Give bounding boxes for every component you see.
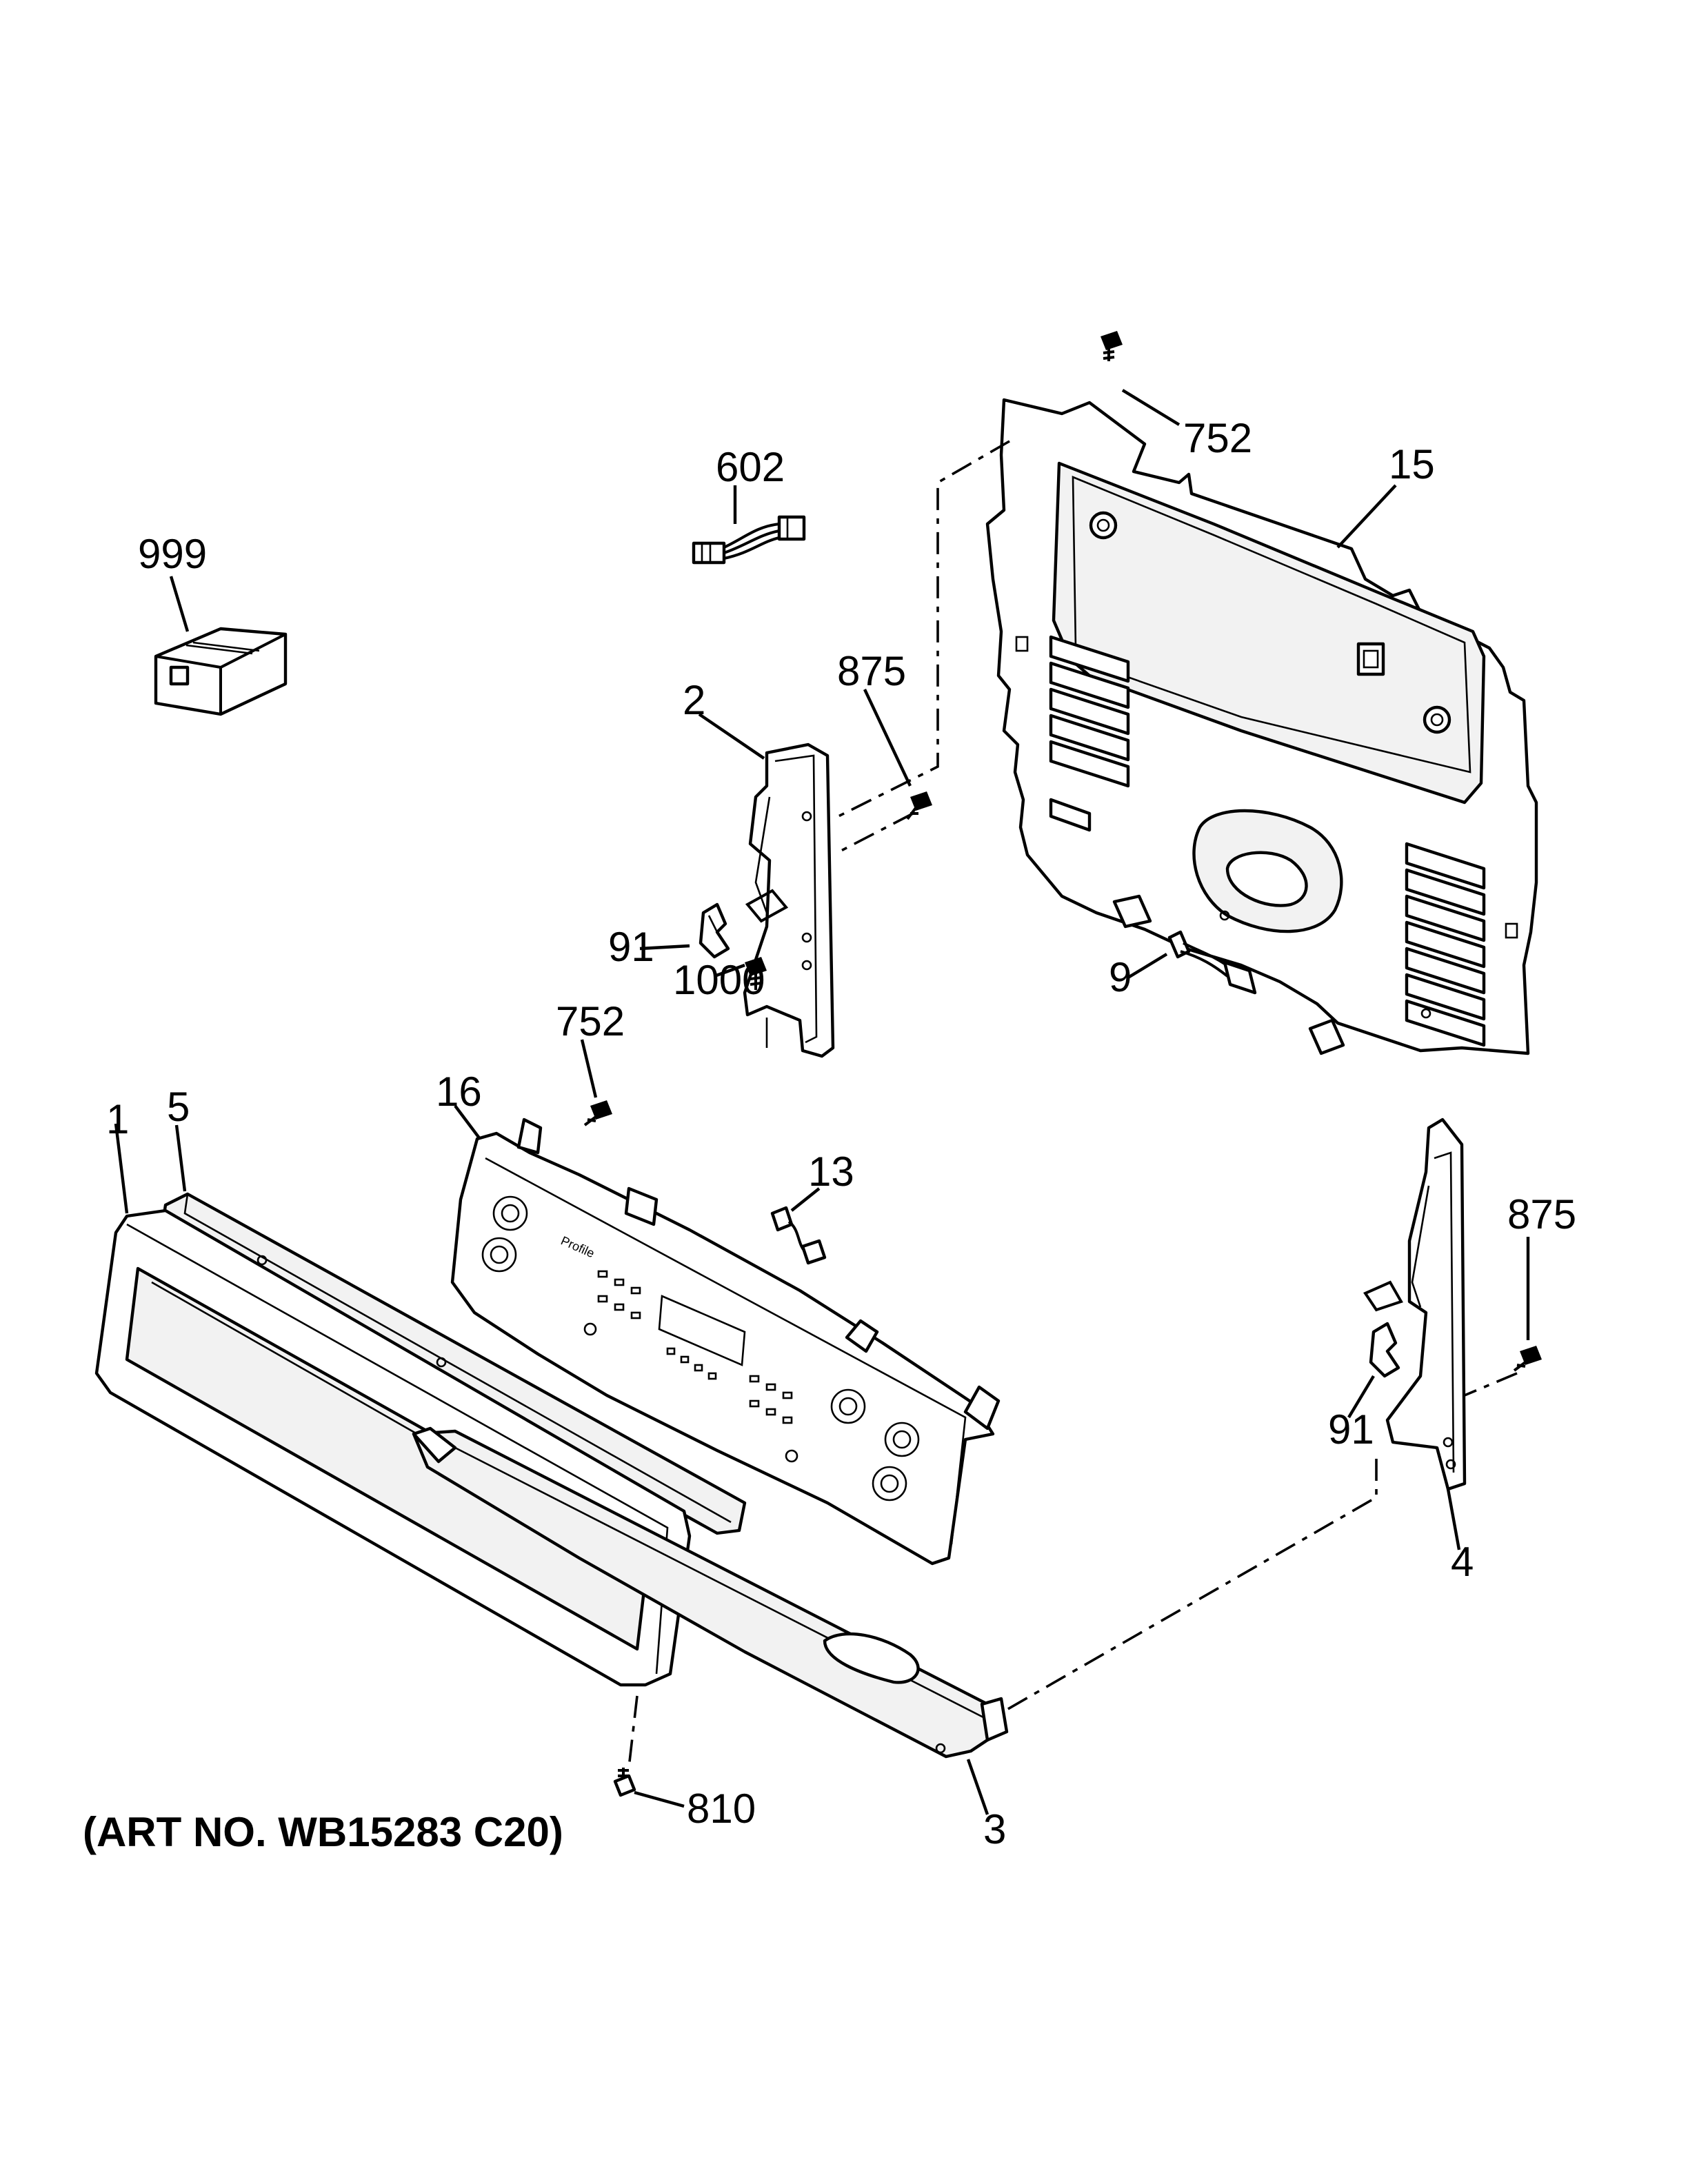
callout-9: 9 bbox=[1109, 954, 1132, 1000]
part-13-wire bbox=[770, 1206, 827, 1265]
callout-752-mid: 752 bbox=[556, 998, 625, 1044]
callout-875-right: 875 bbox=[1507, 1191, 1576, 1237]
callout-16: 16 bbox=[436, 1069, 482, 1115]
part-752-screw-top bbox=[1101, 331, 1123, 361]
callout-810: 810 bbox=[687, 1786, 756, 1832]
part-2-left-bracket bbox=[743, 742, 835, 1058]
part-16-control-panel: Profile bbox=[450, 1118, 1001, 1566]
part-752-screw-mid bbox=[583, 1100, 612, 1126]
part-15-rear-panel bbox=[985, 398, 1538, 1055]
callout-1: 1 bbox=[106, 1096, 129, 1142]
part-1000-screw bbox=[745, 957, 767, 990]
part-875-screw-right bbox=[1513, 1346, 1542, 1372]
control-buttons bbox=[583, 1270, 798, 1463]
callout-1000: 1000 bbox=[673, 957, 765, 1003]
callout-602: 602 bbox=[716, 444, 785, 490]
part-91-clip-right bbox=[1369, 1322, 1400, 1378]
callout-15: 15 bbox=[1389, 441, 1435, 487]
callout-3: 3 bbox=[983, 1806, 1006, 1852]
callout-5: 5 bbox=[167, 1084, 190, 1130]
callout-999: 999 bbox=[138, 531, 207, 577]
callout-labels: 999 602 752 15 875 2 91 1000 9 752 16 1 … bbox=[106, 415, 1576, 1852]
part-4-right-bracket bbox=[1363, 1118, 1467, 1491]
callout-875-top: 875 bbox=[837, 648, 906, 694]
part-9-harness bbox=[1167, 930, 1257, 995]
callout-2: 2 bbox=[683, 677, 705, 723]
part-602-harness bbox=[692, 515, 806, 565]
callout-4: 4 bbox=[1451, 1539, 1474, 1585]
panel-vents-right bbox=[1405, 842, 1486, 1047]
leader-lines bbox=[114, 389, 1530, 1815]
control-dials bbox=[481, 1195, 920, 1502]
part-3-rail bbox=[412, 1426, 1009, 1759]
part-999-box bbox=[154, 627, 288, 716]
callout-91-left: 91 bbox=[608, 924, 654, 970]
callout-752-top: 752 bbox=[1183, 415, 1252, 461]
callout-91-right: 91 bbox=[1328, 1406, 1374, 1453]
panel-vents-left bbox=[1049, 635, 1130, 832]
part-91-clip-left bbox=[699, 902, 730, 959]
art-number: (ART NO. WB15283 C20) bbox=[83, 1809, 563, 1855]
callout-13: 13 bbox=[808, 1149, 854, 1195]
part-810-screw bbox=[613, 1768, 636, 1797]
assembly-lines bbox=[627, 440, 1518, 1768]
